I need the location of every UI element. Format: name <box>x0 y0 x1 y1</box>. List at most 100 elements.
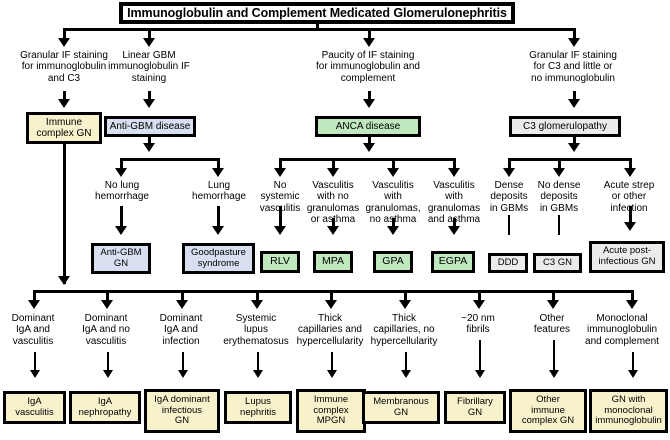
final-diagnosis-label-immune-complex-mpgn: Immune complex MPGN <box>313 394 349 427</box>
final-diagnosis-label-lupus-nephritis: Lupus nephritis <box>240 395 276 418</box>
diagnosis-box-gpa[interactable]: GPA <box>373 251 413 273</box>
tier6-arrow-5 <box>327 370 337 378</box>
final-diagnosis-box-iga-vasculitis[interactable]: IgA vasculitis <box>3 391 66 424</box>
category-box-anti-gbm-disease[interactable]: Anti-GBM disease <box>104 116 196 137</box>
tier5-criterion-20nm-fibrils: ~20 nm fibrils <box>461 313 495 336</box>
diagnosis-box-anti-gbm-gn[interactable]: Anti-GBM GN <box>91 243 151 274</box>
tier6-stem-3 <box>182 352 184 374</box>
anca-arrow-4 <box>448 168 460 177</box>
anca-arrow-1 <box>274 168 286 177</box>
tier1-to-tier2-stem-3 <box>368 91 371 101</box>
final-diagnosis-box-iga-nephropathy[interactable]: IgA nephropathy <box>69 391 141 424</box>
tier5-arrow-4 <box>251 300 263 309</box>
anti-gbm-drop-1 <box>120 158 123 170</box>
anca-drop-3 <box>392 158 395 170</box>
c3-stem <box>573 137 576 146</box>
lung-hem-stem <box>217 206 220 228</box>
tier1-to-tier2-stem-1 <box>63 91 66 101</box>
tier1-drop-1 <box>63 28 66 40</box>
tier5-arrow-1 <box>28 300 40 309</box>
tier6-stem-2 <box>107 352 109 374</box>
diagnosis-box-ddd[interactable]: DDD <box>488 253 528 273</box>
tier5-arrow-2 <box>101 300 113 309</box>
diagnosis-box-rlv[interactable]: RLV <box>260 251 300 273</box>
tier3-criterion-vasculitis-no-granulomas: Vasculitis with no granulomas or asthma <box>306 180 360 226</box>
final-diagnosis-label-gn-with-monoclonal-immunoglobulin: GN with monoclonal immunoglobulin <box>595 394 662 427</box>
final-diagnosis-label-iga-vasculitis: IgA vasculitis <box>15 395 54 418</box>
tier1-bus <box>63 28 576 31</box>
egpa-arrow <box>448 226 460 235</box>
no-lung-hem-stem <box>120 206 123 228</box>
final-diagnosis-label-other-immune-complex-gn: Other immune complex GN <box>521 394 575 427</box>
final-diagnosis-box-membranous-gn[interactable]: Membranous GN <box>362 391 440 424</box>
tier6-arrow-2 <box>103 370 113 378</box>
tier1-arrow-4 <box>568 38 580 47</box>
diagnosis-label-goodpasture-syndrome: Goodpasture syndrome <box>191 246 246 269</box>
anti-gbm-bus <box>120 158 220 161</box>
tier5-arrow-6 <box>399 300 411 309</box>
tier5-criterion-systemic-lupus: Systemic lupus erythematosus <box>223 313 289 347</box>
anti-gbm-drop-2 <box>217 158 220 170</box>
anca-drop-2 <box>332 158 335 170</box>
diagram-title-box: Immunoglobulin and Complement Medicated … <box>119 2 515 24</box>
tier3-criterion-vasculitis-granulomas-asthma: Vasculitis with granulomas and asthma <box>427 180 481 226</box>
anca-arrow-2 <box>327 168 339 177</box>
final-diagnosis-box-gn-with-monoclonal-immunoglobulin[interactable]: GN with monoclonal immunoglobulin <box>589 389 668 433</box>
final-diagnosis-box-immune-complex-mpgn[interactable]: Immune complex MPGN <box>296 389 366 433</box>
category-label-anca-disease: ANCA disease <box>335 120 401 132</box>
tier1-to-tier2-stem-4 <box>573 91 576 101</box>
ddd-stem <box>508 215 510 235</box>
diagnosis-box-acute-post-infectious-gn[interactable]: Acute post- infectious GN <box>589 241 665 273</box>
mpa-stem <box>332 218 335 228</box>
diagnosis-box-mpa[interactable]: MPA <box>313 251 353 273</box>
diagnosis-label-anti-gbm-gn: Anti-GBM GN <box>100 246 142 269</box>
diagnosis-label-egpa: EGPA <box>438 255 468 268</box>
anca-drop-1 <box>279 158 282 170</box>
tier1-arrow-3 <box>363 38 375 47</box>
mpa-arrow <box>327 226 339 235</box>
category-label-anti-gbm-disease: Anti-GBM disease <box>109 120 191 132</box>
tier1-to-tier2-arrow-2 <box>143 99 155 108</box>
tier5-criterion-dominant-iga-no-vasculitis: Dominant IgA and no vasculitis <box>82 313 130 347</box>
category-box-immune-complex-gn[interactable]: Immune complex GN <box>26 112 102 144</box>
final-diagnosis-box-iga-dominant-infectious-gn[interactable]: IgA dominant infectious GN <box>144 389 220 433</box>
final-diagnosis-box-fibrillary-gn[interactable]: Fibrillary GN <box>444 391 506 424</box>
tier5-drop-7 <box>478 290 481 302</box>
category-box-anca-disease[interactable]: ANCA disease <box>315 116 421 137</box>
diagnosis-box-goodpasture-syndrome[interactable]: Goodpasture syndrome <box>182 243 255 274</box>
c3-stem-arrow <box>568 143 580 152</box>
diagnosis-box-egpa[interactable]: EGPA <box>431 251 475 273</box>
tier5-arrow-8 <box>547 300 559 309</box>
tier5-drop-5 <box>330 290 333 302</box>
category-box-c3-glomerulopathy[interactable]: C3 glomerulopathy <box>509 116 621 137</box>
acute-strep-stem <box>629 206 632 224</box>
tier6-arrow-3 <box>178 370 188 378</box>
anti-gbm-stem-arrow <box>143 143 155 152</box>
lung-hem-arrow <box>212 226 224 235</box>
tier6-stem-8 <box>553 340 555 374</box>
tier5-criterion-dominant-iga-vasculitis: Dominant IgA and vasculitis <box>11 313 55 347</box>
rlv-stem <box>279 206 282 228</box>
tier6-stem-1 <box>34 352 36 374</box>
tier6-arrow-4 <box>253 370 263 378</box>
tier5-drop-4 <box>256 290 259 302</box>
diagnosis-label-ddd: DDD <box>497 256 519 268</box>
immune-complex-long-stem <box>63 144 66 284</box>
tier5-criterion-other-features: Other features <box>533 313 571 336</box>
tier1-to-tier2-stem-2 <box>148 91 151 101</box>
tier3-criterion-no-dense-deposits: No dense deposits in GBMs <box>537 180 581 214</box>
diagnosis-box-c3-gn[interactable]: C3 GN <box>533 253 582 273</box>
category-label-c3-glomerulopathy: C3 glomerulopathy <box>523 120 607 132</box>
tier1-criterion-1: Granular IF staining for immunoglobulin … <box>20 50 108 84</box>
c3-drop-3 <box>629 158 632 170</box>
tier6-arrow-9 <box>628 370 638 378</box>
tier1-drop-3 <box>368 28 371 40</box>
final-diagnosis-box-lupus-nephritis[interactable]: Lupus nephritis <box>224 391 292 424</box>
c3-bus <box>508 158 632 161</box>
final-diagnosis-box-other-immune-complex-gn[interactable]: Other immune complex GN <box>509 389 587 433</box>
tier6-arrow-6 <box>401 370 411 378</box>
tier1-to-tier2-arrow-4 <box>568 99 580 108</box>
final-diagnosis-label-membranous-gn: Membranous GN <box>373 395 429 418</box>
tier1-to-tier2-arrow-3 <box>363 99 375 108</box>
tier6-stem-6 <box>405 352 407 374</box>
